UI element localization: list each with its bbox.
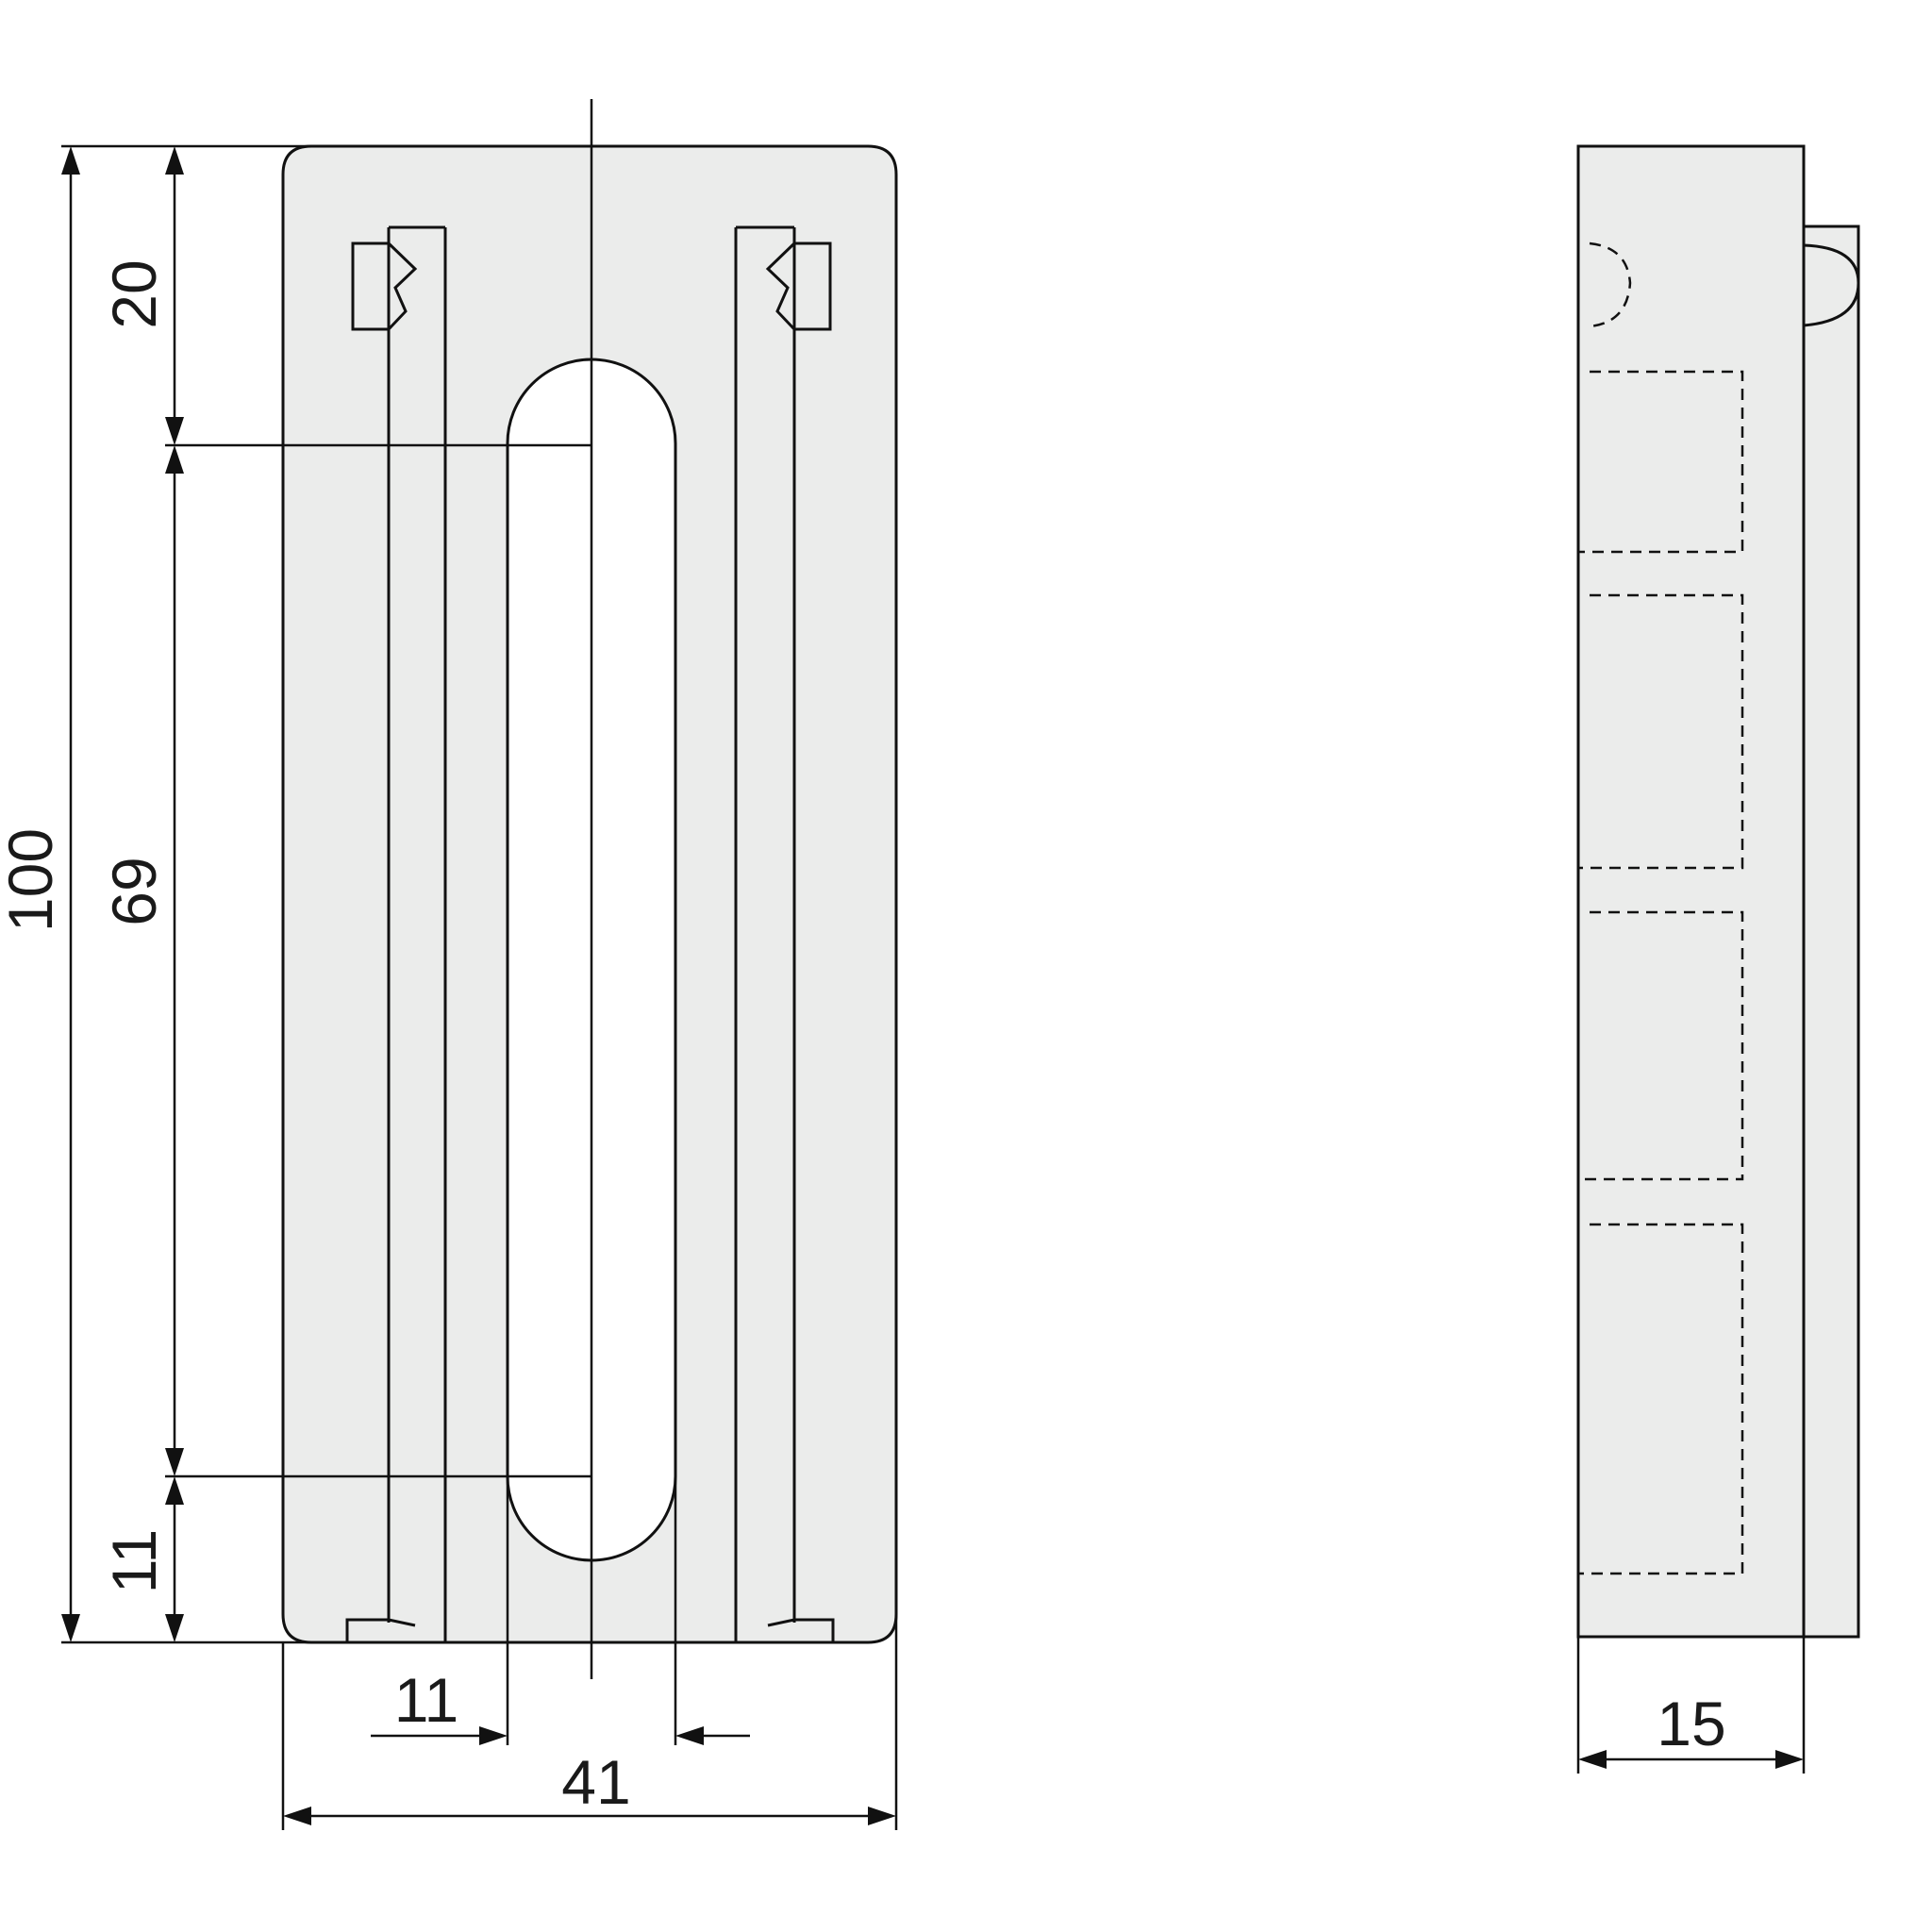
dimension-label-top-segment: 20 [99,259,169,328]
hidden-pocket-3 [1578,910,1744,1181]
dimension-depth: 15 [1578,1689,1804,1769]
hidden-pocket-2 [1578,593,1744,870]
hidden-pocket-1 [1578,370,1744,554]
right-foot [767,1618,835,1642]
left-clip [351,242,418,331]
side-view-backplate [1802,225,1860,1639]
side-view-hook [1803,243,1860,327]
dimension-slot-width: 11 [371,1665,750,1745]
hidden-pocket-4 [1578,1223,1744,1575]
side-view-hidden-hook [1589,242,1632,328]
side-view-body [1576,144,1806,1639]
dimension-label-slot-width: 11 [394,1665,459,1735]
right-rail [734,225,835,1642]
dimension-overall-width: 41 [283,1747,896,1825]
front-view [61,99,898,1830]
left-rail [345,225,447,1642]
left-foot [345,1618,416,1642]
dimension-label-slot-length: 69 [99,857,169,925]
dimension-label-bottom-segment: 11 [99,1529,169,1594]
side-view [1576,144,1860,1774]
dimension-overall-height: 100 [0,146,80,1642]
dimension-label-depth: 15 [1657,1689,1725,1758]
dimension-slot-length: 69 [99,445,184,1476]
dimension-label-overall-height: 100 [0,828,65,932]
dimension-bottom-segment: 11 [99,1476,184,1642]
dimension-top-segment: 20 [99,146,184,445]
dimension-label-overall-width: 41 [561,1747,630,1817]
right-clip [765,242,832,331]
